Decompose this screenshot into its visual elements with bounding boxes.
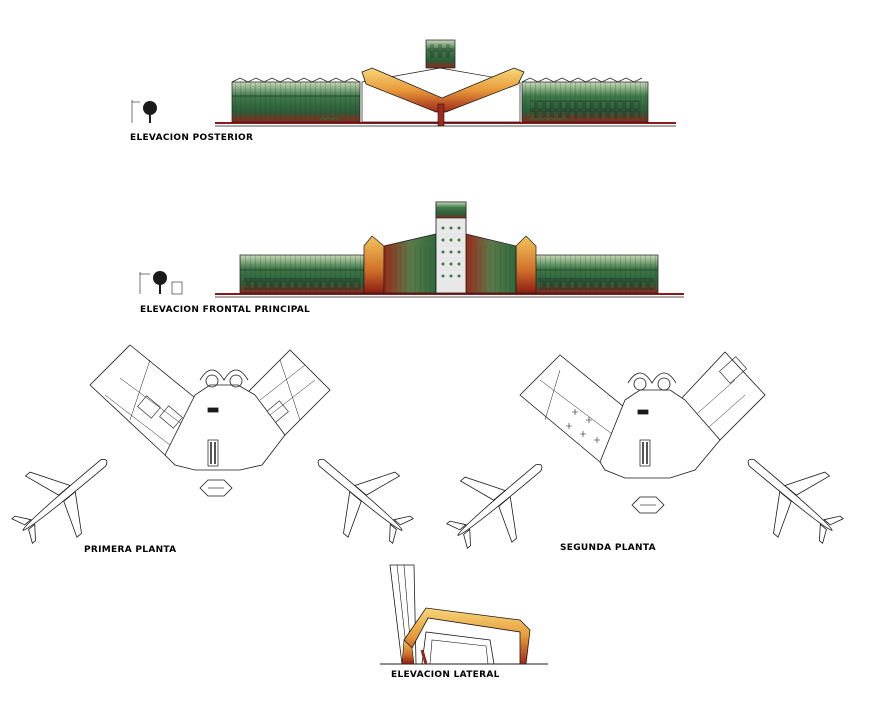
tree-icon	[131, 100, 157, 123]
label-segunda-planta: SEGUNDA PLANTA	[560, 543, 656, 553]
label-elevacion-lateral: ELEVACION LATERAL	[391, 670, 500, 680]
label-elevacion-frontal: ELEVACION FRONTAL PRINCIPAL	[140, 305, 311, 315]
floor-plan-second	[519, 351, 766, 514]
tree-icon	[139, 271, 183, 295]
airplane-icon	[446, 464, 543, 549]
label-elevacion-posterior: ELEVACION POSTERIOR	[130, 133, 254, 143]
airplane-icon	[11, 459, 108, 544]
elevation-front	[139, 201, 684, 298]
floor-plan-first	[89, 344, 331, 497]
airplane-icon	[317, 459, 414, 544]
elevation-rear	[131, 39, 676, 127]
airplane-icon	[747, 459, 844, 544]
label-primera-planta: PRIMERA PLANTA	[84, 545, 177, 555]
elevation-side	[380, 564, 548, 665]
